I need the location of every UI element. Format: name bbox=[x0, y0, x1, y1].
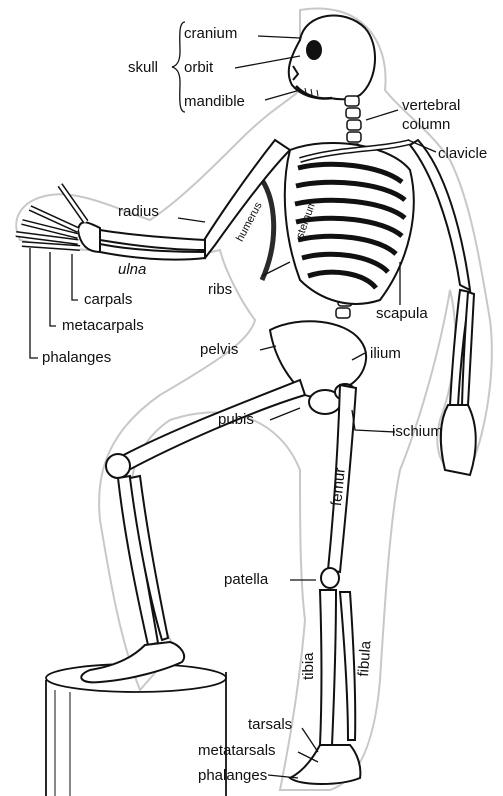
label-phalanges-foot: phalanges bbox=[198, 768, 267, 784]
label-pelvis: pelvis bbox=[200, 342, 238, 358]
leader-lines bbox=[30, 22, 436, 778]
raised-leg-drawing bbox=[81, 380, 305, 682]
label-vertebral: vertebral bbox=[402, 98, 460, 114]
standing-leg-drawing bbox=[290, 385, 360, 784]
label-skull: skull bbox=[128, 60, 158, 76]
label-scapula: scapula bbox=[376, 306, 428, 322]
label-clavicle: clavicle bbox=[438, 146, 487, 162]
label-ribs: ribs bbox=[208, 282, 232, 298]
label-cranium: cranium bbox=[184, 26, 237, 42]
label-patella: patella bbox=[224, 572, 268, 588]
label-phalanges-hand: phalanges bbox=[42, 350, 111, 366]
label-ilium: ilium bbox=[370, 346, 401, 362]
left-arm-drawing bbox=[16, 140, 290, 260]
skull-drawing bbox=[289, 16, 375, 100]
label-pubis: pubis bbox=[218, 412, 254, 428]
label-ischium: ischium bbox=[392, 424, 443, 440]
label-tibia: tibia bbox=[300, 652, 317, 680]
label-tarsals: tarsals bbox=[248, 717, 292, 733]
rib-cage-drawing bbox=[262, 143, 414, 304]
label-orbit: orbit bbox=[184, 60, 213, 76]
label-carpals: carpals bbox=[84, 292, 132, 308]
label-radius: radius bbox=[118, 204, 159, 220]
label-metacarpals: metacarpals bbox=[62, 318, 144, 334]
label-fibula: fibula bbox=[355, 640, 374, 677]
label-column: column bbox=[402, 117, 450, 133]
label-ulna: ulna bbox=[118, 262, 146, 278]
label-mandible: mandible bbox=[184, 94, 245, 110]
label-metatarsals: metatarsals bbox=[198, 743, 276, 759]
